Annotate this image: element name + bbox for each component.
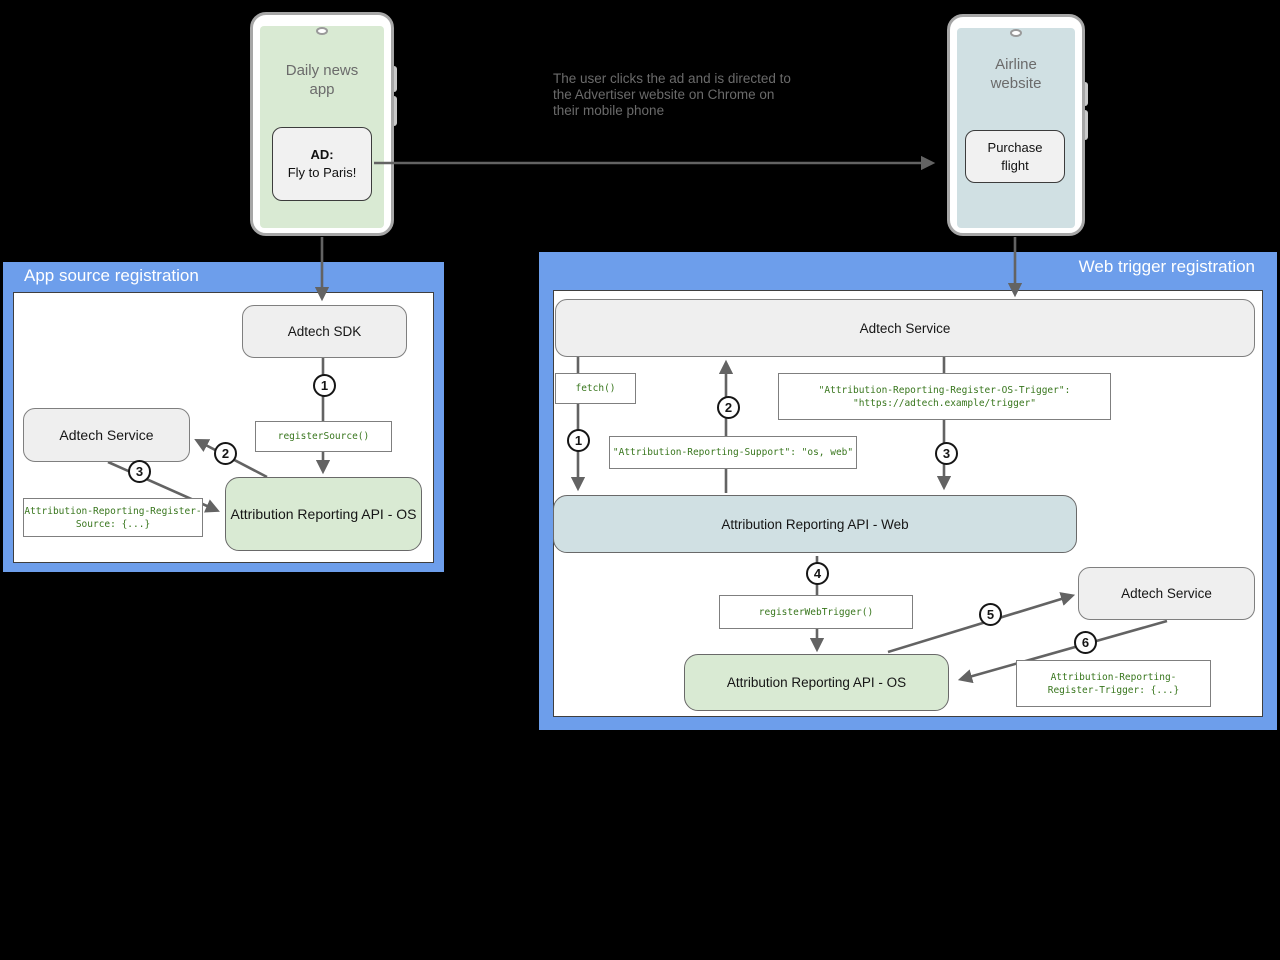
- phone-side-button: [392, 96, 397, 126]
- register-source-header-line: Source: {...}: [75, 518, 151, 530]
- support-header-box: "Attribution-Reporting-Support": "os, we…: [609, 436, 857, 469]
- step-circle-5: 5: [979, 603, 1002, 626]
- daily-news-phone: Daily news app AD: Fly to Paris!: [250, 12, 394, 236]
- step-circle-6: 6: [1074, 631, 1097, 654]
- note-line: The user clicks the ad and is directed t…: [553, 71, 791, 86]
- app-source-panel-title: App source registration: [24, 266, 199, 285]
- phone-side-button: [1083, 110, 1088, 140]
- os-trigger-header-line: "Attribution-Reporting-Register-OS-Trigg…: [818, 384, 1071, 396]
- adtech-service-node-left: Adtech Service: [23, 408, 190, 462]
- ad-card-text: Fly to Paris!: [287, 165, 357, 180]
- adtech-service-node-right: Adtech Service: [1078, 567, 1255, 620]
- register-trigger-header-line: Attribution-Reporting-: [1050, 671, 1177, 683]
- step-circle-1: 1: [567, 429, 590, 452]
- os-trigger-header-box: "Attribution-Reporting-Register-OS-Trigg…: [778, 373, 1111, 420]
- api-os-label: Attribution Reporting API - OS: [230, 506, 417, 522]
- register-trigger-header-line: Register-Trigger: {...}: [1047, 684, 1180, 696]
- register-trigger-header-box: Attribution-Reporting- Register-Trigger:…: [1016, 660, 1211, 707]
- api-web-node: Attribution Reporting API - Web: [553, 495, 1077, 553]
- ad-card-title: AD:: [310, 147, 334, 162]
- phone-camera-icon: [316, 27, 328, 35]
- note-line: their mobile phone: [553, 103, 665, 118]
- adtech-service-node-top: Adtech Service: [555, 299, 1255, 357]
- api-os-node-right: Attribution Reporting API - OS: [684, 654, 949, 711]
- user-click-note: The user clicks the ad and is directed t…: [553, 71, 791, 119]
- fetch-call: fetch(): [575, 383, 616, 394]
- airline-title: Airline website: [990, 56, 1042, 92]
- note-line: the Advertiser website on Chrome on: [553, 87, 775, 102]
- register-source-header-box: Attribution-Reporting-Register- Source: …: [23, 498, 203, 537]
- adtech-sdk-label: Adtech SDK: [287, 324, 362, 339]
- airline-screen: [957, 28, 1075, 228]
- phone-side-button: [392, 66, 397, 92]
- step-circle-1: 1: [313, 374, 336, 397]
- support-header: "Attribution-Reporting-Support": "os, we…: [612, 447, 854, 458]
- register-source-call: registerSource(): [277, 431, 370, 442]
- api-os-label: Attribution Reporting API - OS: [726, 675, 907, 690]
- step-circle-2: 2: [214, 442, 237, 465]
- os-trigger-header-line: "https://adtech.example/trigger": [852, 397, 1037, 409]
- web-trigger-panel-title: Web trigger registration: [1078, 257, 1255, 276]
- fetch-call-box: fetch(): [555, 373, 636, 404]
- step-circle-2: 2: [717, 396, 740, 419]
- api-web-label: Attribution Reporting API - Web: [721, 516, 909, 532]
- purchase-flight-label: Purchase flight: [987, 139, 1043, 173]
- adtech-service-label: Adtech Service: [1121, 586, 1212, 601]
- ad-card[interactable]: AD: Fly to Paris!: [272, 127, 372, 201]
- airline-phone: Airline website Purchase flight: [947, 14, 1085, 236]
- step-circle-3: 3: [935, 442, 958, 465]
- register-web-trigger-call: registerWebTrigger(): [758, 606, 874, 618]
- register-source-header-line: Attribution-Reporting-Register-: [24, 505, 202, 517]
- phone-camera-icon: [1010, 29, 1022, 37]
- step-circle-4: 4: [806, 562, 829, 585]
- daily-news-title: Daily news app: [285, 62, 359, 98]
- adtech-sdk-node: Adtech SDK: [242, 305, 407, 358]
- purchase-flight-button[interactable]: Purchase flight: [965, 130, 1065, 183]
- adtech-service-label: Adtech Service: [59, 427, 154, 443]
- register-web-trigger-call-box: registerWebTrigger(): [719, 595, 913, 629]
- api-os-node-left: Attribution Reporting API - OS: [225, 477, 422, 551]
- adtech-service-label: Adtech Service: [859, 320, 951, 336]
- register-source-call-box: registerSource(): [255, 421, 392, 452]
- step-circle-3: 3: [128, 460, 151, 483]
- phone-side-button: [1083, 82, 1088, 106]
